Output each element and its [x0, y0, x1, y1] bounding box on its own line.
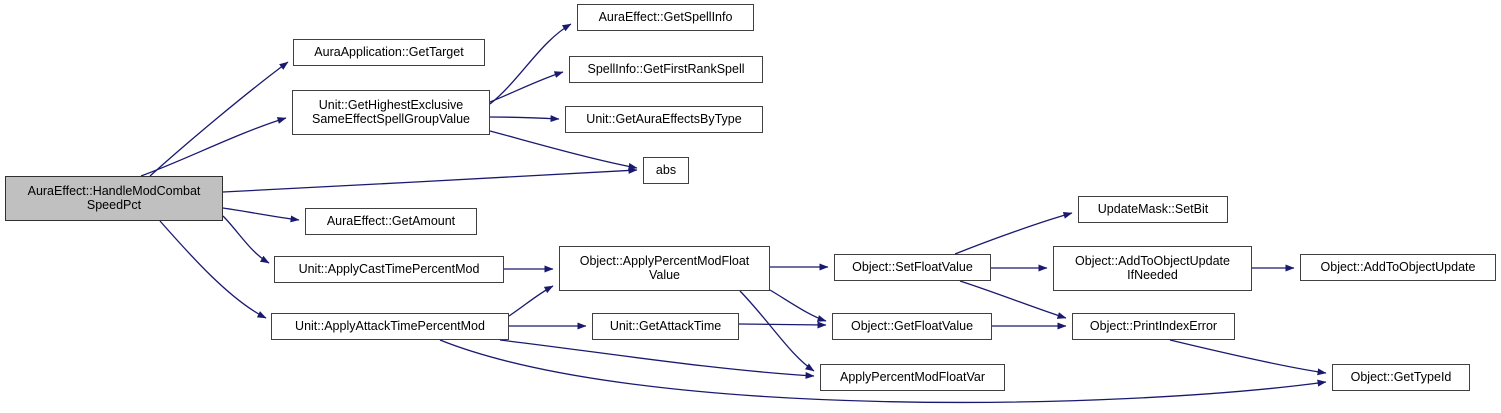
graph-node-label: Unit::GetAuraEffectsByType [586, 111, 742, 126]
call-edge-getAttack-to-getFloat [738, 321, 827, 329]
graph-node-applyPctVal[interactable]: Object::ApplyPercentModFloat Value [559, 246, 770, 291]
call-edge-root-to-getAmount [222, 207, 300, 223]
graph-node-label: Object::ApplyPercentModFloat Value [579, 254, 750, 282]
graph-node-label: Object::GetTypeId [1350, 369, 1452, 384]
call-edge-getHighest-to-auraByType [489, 115, 560, 123]
graph-node-label: Object::GetFloatValue [850, 318, 974, 333]
call-edge-getHighest-to-abs [489, 130, 638, 170]
graph-node-label: Unit::GetAttackTime [609, 318, 722, 333]
graph-node-getTypeId[interactable]: Object::GetTypeId [1332, 364, 1470, 391]
graph-node-getTarget[interactable]: AuraApplication::GetTarget [293, 39, 485, 66]
graph-node-label: AuraEffect::GetAmount [326, 213, 456, 228]
graph-node-label: AuraEffect::HandleModCombat SpeedPct [27, 184, 201, 212]
graph-node-label: AuraEffect::GetSpellInfo [598, 9, 733, 24]
graph-node-addToUpdate[interactable]: Object::AddToObjectUpdate [1300, 254, 1496, 281]
graph-node-label: Unit::ApplyAttackTimePercentMod [295, 318, 485, 333]
graph-node-label: Object::SetFloatValue [852, 259, 973, 274]
call-edge-root-to-castTime [222, 215, 270, 264]
call-edge-attackTime-to-pctFloatVar [499, 339, 815, 379]
graph-node-pctFloatVar[interactable]: ApplyPercentModFloatVar [820, 364, 1005, 391]
graph-node-abs[interactable]: abs [643, 157, 689, 184]
graph-node-getHighest[interactable]: Unit::GetHighestExclusive SameEffectSpel… [292, 90, 490, 135]
call-edge-root-to-attackTime [159, 220, 267, 319]
graph-node-label: Object::AddToObjectUpdate IfNeeded [1075, 254, 1230, 282]
graph-node-getFloat[interactable]: Object::GetFloatValue [832, 313, 992, 340]
call-edge-root-to-abs [222, 166, 638, 193]
call-edge-root-to-getHighest [140, 117, 287, 177]
graph-node-label: Object::AddToObjectUpdate [1320, 259, 1476, 274]
graph-node-label: Unit::ApplyCastTimePercentMod [298, 261, 480, 276]
graph-node-label: Unit::GetHighestExclusive SameEffectSpel… [312, 98, 470, 126]
graph-node-label: Object::PrintIndexError [1089, 318, 1218, 333]
call-edge-applyPctVal-to-pctFloatVar [739, 290, 815, 372]
graph-node-attackTime[interactable]: Unit::ApplyAttackTimePercentMod [271, 313, 509, 340]
graph-node-addIfNeeded[interactable]: Object::AddToObjectUpdate IfNeeded [1053, 246, 1252, 291]
graph-node-getAttack[interactable]: Unit::GetAttackTime [592, 313, 739, 340]
graph-node-printIndex[interactable]: Object::PrintIndexError [1072, 313, 1235, 340]
graph-node-root[interactable]: AuraEffect::HandleModCombat SpeedPct [5, 176, 223, 221]
call-edge-applyPctVal-to-getFloat [769, 289, 827, 322]
graph-node-label: UpdateMask::SetBit [1097, 201, 1209, 216]
call-edge-attackTime-to-applyPctVal [508, 285, 554, 317]
graph-node-setBit[interactable]: UpdateMask::SetBit [1078, 196, 1228, 223]
graph-node-castTime[interactable]: Unit::ApplyCastTimePercentMod [274, 256, 504, 283]
graph-node-getAmount[interactable]: AuraEffect::GetAmount [305, 208, 477, 235]
graph-node-label: ApplyPercentModFloatVar [840, 369, 985, 384]
graph-node-label: AuraApplication::GetTarget [314, 44, 464, 59]
graph-node-auraByType[interactable]: Unit::GetAuraEffectsByType [565, 106, 763, 133]
call-edge-printIndex-to-getTypeId [1169, 339, 1327, 376]
graph-node-setFloat[interactable]: Object::SetFloatValue [834, 254, 991, 281]
call-edge-getHighest-to-getSpell [489, 23, 572, 105]
graph-node-label: SpellInfo::GetFirstRankSpell [587, 61, 745, 76]
call-edge-root-to-getTarget [149, 61, 289, 177]
graph-node-label: abs [655, 162, 677, 177]
graph-node-firstRank[interactable]: SpellInfo::GetFirstRankSpell [569, 56, 763, 83]
call-edge-getHighest-to-firstRank [489, 71, 564, 103]
graph-node-getSpell[interactable]: AuraEffect::GetSpellInfo [577, 4, 754, 31]
